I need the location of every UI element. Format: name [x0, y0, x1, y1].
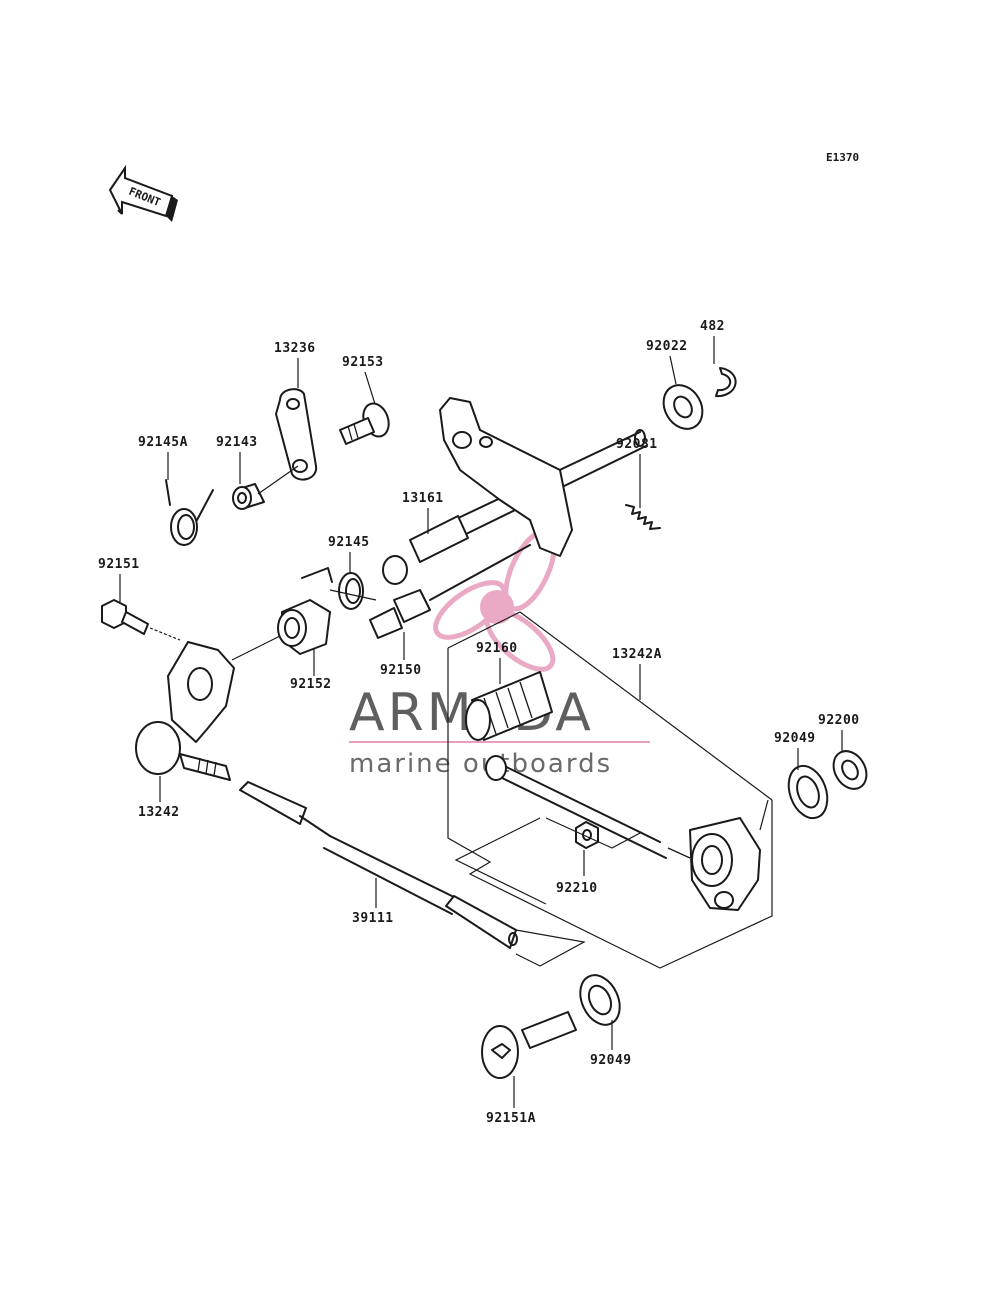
bolt-92153-icon — [339, 402, 390, 445]
label-92160: 92160 — [476, 641, 518, 656]
label-13161: 13161 — [402, 491, 444, 506]
label-92150: 92150 — [380, 663, 422, 678]
label-92049-lower: 92049 — [590, 1053, 632, 1068]
front-arrow-icon: FRONT — [108, 164, 178, 222]
rod-39111-icon — [239, 781, 518, 949]
label-92210: 92210 — [556, 881, 598, 896]
label-92143: 92143 — [216, 435, 258, 450]
assembly-outline — [257, 465, 773, 969]
washer-92200-icon — [832, 750, 868, 790]
label-92022: 92022 — [646, 339, 688, 354]
arm-13242A-icon — [485, 755, 761, 911]
bolt-92151A-icon — [481, 1011, 577, 1079]
label-13242A: 13242A — [612, 647, 662, 662]
bolt-92150-icon — [369, 544, 531, 639]
washer-92022-icon — [662, 384, 704, 430]
spring-92145-icon — [301, 567, 364, 610]
label-92151: 92151 — [98, 557, 140, 572]
label-13236: 13236 — [274, 341, 316, 356]
label-92081: 92081 — [616, 437, 658, 452]
label-92152: 92152 — [290, 677, 332, 692]
circlip-482-icon — [715, 367, 737, 398]
watermark-tagline: marine outboards — [349, 749, 612, 779]
watermark-logo-icon — [433, 528, 557, 672]
spring-92145A-icon — [165, 479, 214, 546]
label-92049-upper: 92049 — [774, 731, 816, 746]
seal-92049-upper-icon — [787, 764, 829, 820]
collar-92143-icon — [232, 483, 265, 510]
roller-92160-icon — [465, 671, 553, 741]
label-92200: 92200 — [818, 713, 860, 728]
plate-13236-icon — [275, 388, 318, 481]
diagram-code: E1370 — [826, 151, 859, 164]
part-labels: 13236 92153 92022 482 92145A 92143 92081… — [98, 319, 860, 1126]
label-92151A: 92151A — [486, 1111, 536, 1126]
label-13242: 13242 — [138, 805, 180, 820]
label-39111: 39111 — [352, 911, 394, 926]
leader-lines — [119, 336, 843, 1108]
seal-92049-lower-icon — [579, 974, 621, 1026]
shift-lever-13242-icon — [135, 641, 235, 781]
label-92145: 92145 — [328, 535, 370, 550]
spring-92081-icon — [625, 504, 661, 530]
bolt-92151-icon — [101, 599, 181, 641]
shift-shaft-assembly-icon — [382, 397, 647, 585]
label-92145A: 92145A — [138, 435, 188, 450]
label-92153: 92153 — [342, 355, 384, 370]
collar-92152-icon — [231, 599, 331, 661]
nut-92210-icon — [575, 821, 599, 849]
label-482: 482 — [700, 319, 725, 334]
